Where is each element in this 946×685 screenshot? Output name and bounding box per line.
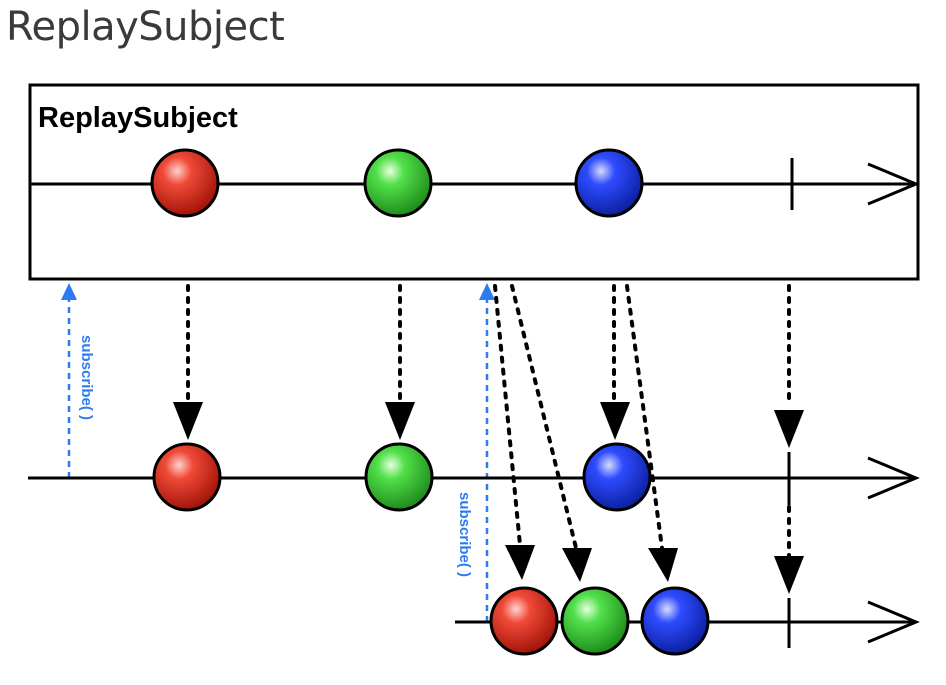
subscribe-label-1: subscribe( )	[78, 335, 95, 420]
subscriber-1-item-green	[364, 442, 434, 512]
subscriber-1-item-red	[152, 442, 222, 512]
subject-box-label: ReplaySubject	[38, 102, 238, 134]
replay-arrowheads-subscriber-2	[505, 545, 804, 594]
subscribe-arrow-2-head	[479, 283, 495, 300]
subscriber-2-item-green	[560, 586, 630, 656]
subscriber-2-item-red	[489, 586, 559, 656]
subscriber-2-item-blue	[640, 586, 710, 656]
emission-arrows-subscriber-1	[186, 284, 791, 406]
page-title: ReplaySubject	[6, 4, 285, 50]
subscriber-2-arrowhead	[867, 600, 920, 644]
source-item-red	[150, 148, 220, 218]
source-item-blue	[574, 148, 644, 218]
subscribe-label-2: subscribe( )	[456, 492, 473, 577]
subscribe-arrow-1-head	[61, 283, 77, 300]
subscriber-1-item-blue	[582, 442, 652, 512]
source-item-green	[363, 148, 433, 218]
replay-arrows-subscriber-2	[493, 284, 791, 560]
subscriber-1-arrowhead	[867, 456, 920, 500]
source-timeline-arrowhead	[867, 162, 920, 206]
emission-arrowheads-subscriber-1	[173, 402, 804, 448]
